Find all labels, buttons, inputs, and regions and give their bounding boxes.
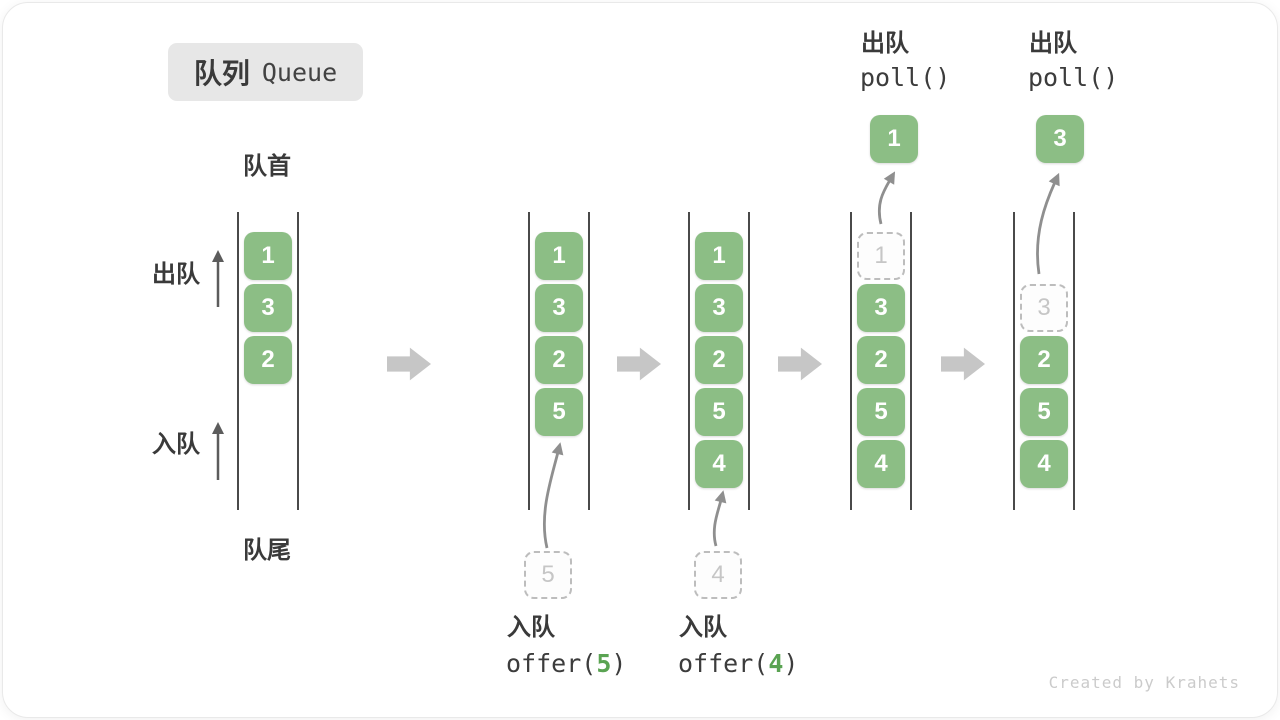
- label-queue-front: 队首: [243, 153, 291, 180]
- queue-item: 4: [857, 440, 905, 488]
- queue-item: 2: [1020, 336, 1068, 384]
- queue-channel-4: [850, 212, 912, 510]
- code-fn: offer(: [506, 649, 597, 678]
- queue-channel-2: [528, 212, 590, 510]
- queue-item: 4: [1020, 440, 1068, 488]
- queue-item: 5: [857, 388, 905, 436]
- enqueue-5-code: offer(5): [506, 650, 626, 678]
- queue-item: 2: [244, 336, 292, 384]
- queue-item: 1: [695, 232, 743, 280]
- incoming-item-ghost: 5: [524, 551, 572, 599]
- poll-1-label: 出队: [861, 30, 909, 57]
- queue-channel-3: [688, 212, 750, 510]
- queue-item: 2: [695, 336, 743, 384]
- enqueue-4-code: offer(4): [678, 650, 798, 678]
- queue-item: 3: [535, 284, 583, 332]
- title-zh: 队列: [193, 58, 250, 89]
- enqueue-4-label: 入队: [679, 614, 727, 641]
- label-dequeue-direction: 出队: [152, 261, 200, 288]
- incoming-item-ghost: 4: [694, 551, 742, 599]
- poll-1-code: poll(): [860, 63, 951, 92]
- code-close: ): [611, 649, 627, 678]
- queue-channel-1: [237, 212, 299, 510]
- popped-item: 1: [870, 115, 918, 163]
- queue-item: 5: [695, 388, 743, 436]
- removed-item-ghost: 3: [1020, 284, 1068, 332]
- watermark: Created by Krahets: [1048, 673, 1240, 692]
- code-fn: offer(: [678, 649, 769, 678]
- queue-item: 3: [857, 284, 905, 332]
- code-arg: 4: [768, 649, 784, 678]
- queue-item: 2: [535, 336, 583, 384]
- queue-item: 3: [695, 284, 743, 332]
- queue-item: 1: [244, 232, 292, 280]
- queue-item: 2: [857, 336, 905, 384]
- queue-item: 1: [535, 232, 583, 280]
- title-badge: 队列 Queue: [168, 43, 363, 101]
- queue-item: 5: [535, 388, 583, 436]
- queue-item: 4: [695, 440, 743, 488]
- queue-item: 5: [1020, 388, 1068, 436]
- poll-2-code: poll(): [1028, 63, 1119, 92]
- popped-item: 3: [1036, 115, 1084, 163]
- code-close: ): [783, 649, 799, 678]
- enqueue-5-label: 入队: [507, 614, 555, 641]
- queue-channel-5: [1013, 212, 1075, 510]
- label-queue-rear: 队尾: [243, 537, 291, 564]
- code-arg: 5: [596, 649, 612, 678]
- label-enqueue-direction: 入队: [152, 431, 200, 458]
- queue-item: 3: [244, 284, 292, 332]
- removed-item-ghost: 1: [857, 232, 905, 280]
- title-en: Queue: [261, 57, 338, 87]
- poll-2-label: 出队: [1029, 30, 1077, 57]
